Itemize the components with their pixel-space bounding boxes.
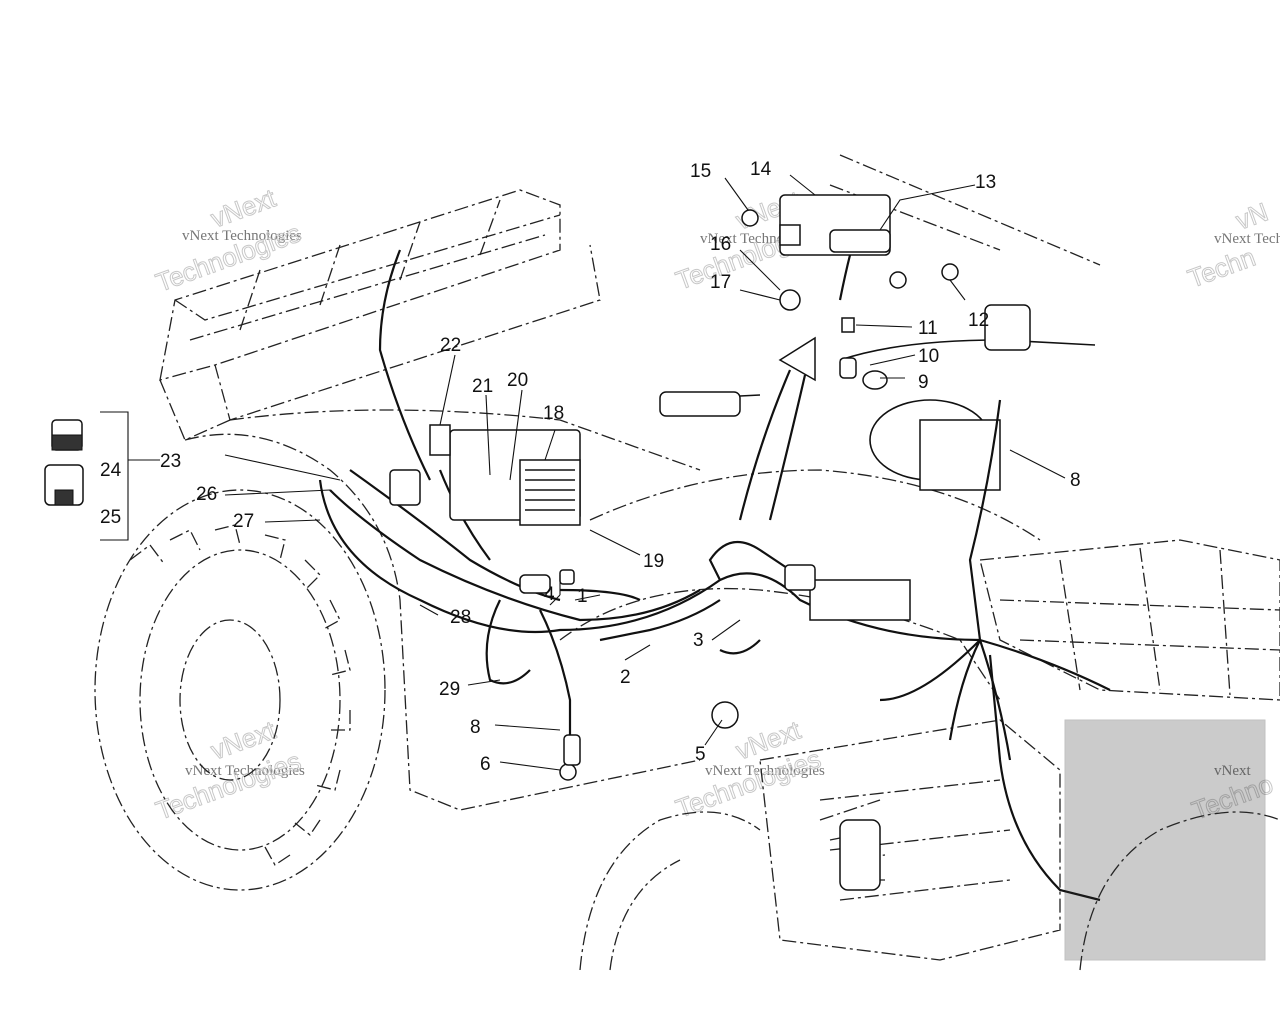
callout-19: 19 xyxy=(643,551,664,572)
callout-14: 14 xyxy=(750,159,772,180)
watermark-text: Techn xyxy=(1184,242,1259,294)
callout-3: 3 xyxy=(693,630,704,651)
callout-1: 1 xyxy=(577,586,588,607)
callout-4: 4 xyxy=(544,584,555,605)
callout-15: 15 xyxy=(690,161,711,182)
callout-20: 20 xyxy=(507,370,528,391)
callout-27: 27 xyxy=(233,511,254,532)
callout-13: 13 xyxy=(975,172,996,193)
callout-25: 25 xyxy=(100,507,121,528)
tire-tread xyxy=(129,524,351,866)
vehicle-outline xyxy=(94,154,1280,971)
watermark-text: vNext Technologies xyxy=(705,763,825,779)
watermark-text: vNext xyxy=(1214,763,1251,779)
wiring-harness xyxy=(44,194,1266,961)
callout-26: 26 xyxy=(196,484,217,505)
callout-6: 6 xyxy=(480,754,491,775)
callout-8-lower: 8 xyxy=(470,717,481,738)
callout-10: 10 xyxy=(918,346,939,367)
callout-11: 11 xyxy=(918,318,938,339)
leader-lines xyxy=(224,174,1066,771)
callout-16: 16 xyxy=(710,234,731,255)
callout-2: 2 xyxy=(620,667,631,688)
callout-8-upper: 8 xyxy=(1070,470,1081,491)
callout-24: 24 xyxy=(100,460,122,481)
callout-22: 22 xyxy=(440,335,461,356)
callout-21: 21 xyxy=(472,376,493,397)
callout-labels: 1 2 3 4 5 6 8 8 9 10 11 12 13 14 15 16 1… xyxy=(100,159,1081,775)
callout-23: 23 xyxy=(160,451,181,472)
callout-18: 18 xyxy=(543,403,564,424)
callout-9: 9 xyxy=(918,372,929,393)
callout-12: 12 xyxy=(968,310,989,331)
watermark-text: vNext Technologies xyxy=(185,763,305,779)
callout-28: 28 xyxy=(450,607,471,628)
callout-29: 29 xyxy=(439,679,460,700)
watermark-text: vNext Technologies xyxy=(182,228,302,244)
watermark-text: vN xyxy=(1232,197,1272,236)
callout-17: 17 xyxy=(710,272,731,293)
watermark-text: vNext Technologies xyxy=(1214,231,1280,247)
callout-5: 5 xyxy=(695,744,706,765)
